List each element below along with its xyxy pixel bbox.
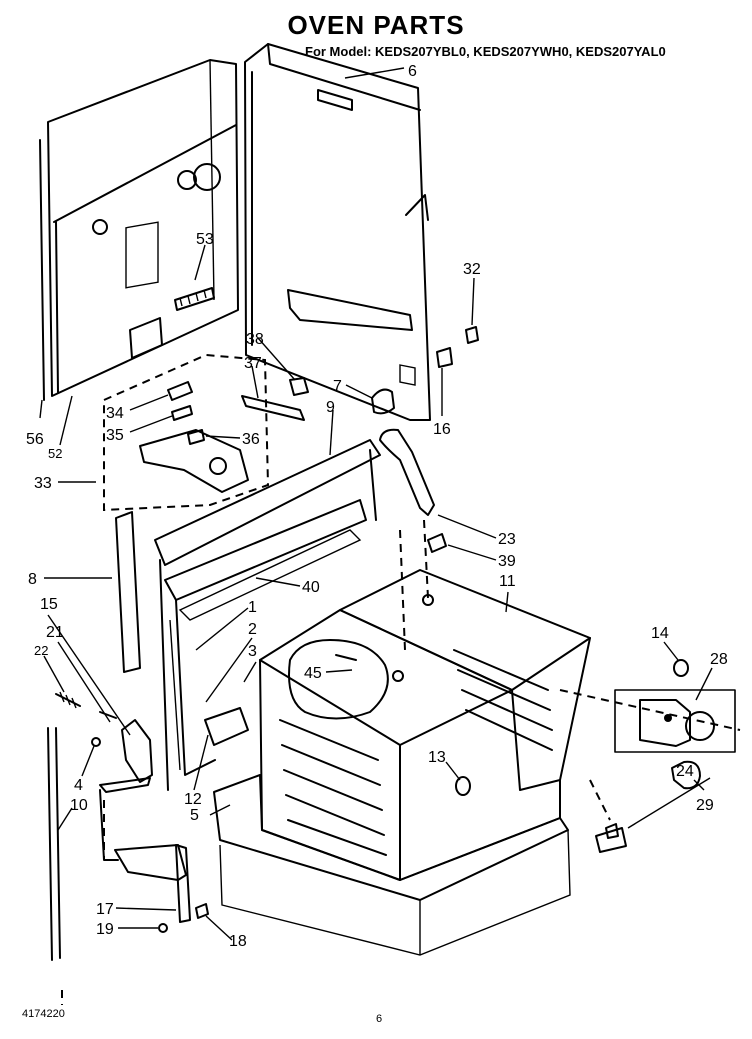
callout-19: 19 bbox=[96, 921, 114, 938]
callout-17: 17 bbox=[96, 901, 114, 918]
page-title: OVEN PARTS bbox=[287, 10, 465, 40]
callout-23: 23 bbox=[498, 531, 516, 548]
callout-37: 37 bbox=[244, 355, 262, 372]
callout-28: 28 bbox=[710, 651, 728, 668]
heat-shield-56 bbox=[39, 139, 45, 401]
callout-1: 1 bbox=[248, 599, 257, 616]
washer-4 bbox=[91, 737, 101, 747]
pin-21 bbox=[99, 711, 117, 719]
callout-18: 18 bbox=[229, 933, 247, 950]
callout-9: 9 bbox=[326, 399, 335, 416]
oven-cavity-11 bbox=[259, 569, 591, 881]
callout-52: 52 bbox=[48, 446, 62, 461]
callout-11: 11 bbox=[499, 573, 516, 590]
callout-8: 8 bbox=[28, 571, 37, 588]
callout-6: 6 bbox=[408, 63, 417, 80]
diagram-code: 4174220 bbox=[22, 1008, 65, 1020]
screw-18 bbox=[195, 903, 209, 919]
page-number: 6 bbox=[376, 1013, 383, 1025]
bracket-12 bbox=[204, 707, 249, 746]
clip-32 bbox=[465, 326, 479, 344]
callout-29: 29 bbox=[696, 797, 714, 814]
block-38 bbox=[289, 377, 309, 396]
socket-dashed-guide bbox=[559, 689, 741, 731]
callout-22: 22 bbox=[34, 643, 48, 658]
callout-39: 39 bbox=[498, 553, 516, 570]
callout-7: 7 bbox=[333, 378, 342, 395]
side-panel-6 bbox=[244, 43, 431, 421]
light-lens-13 bbox=[455, 776, 471, 796]
callout-3: 3 bbox=[248, 643, 257, 660]
broiler-drawer-5 bbox=[213, 774, 571, 956]
callout-4: 4 bbox=[74, 777, 83, 794]
callout-36: 36 bbox=[242, 431, 260, 448]
callout-21: 21 bbox=[46, 624, 64, 641]
vent-dashed-guide-2 bbox=[423, 519, 429, 599]
bracket-37 bbox=[241, 395, 305, 421]
side-trim-8 bbox=[115, 511, 141, 673]
callout-16: 16 bbox=[433, 421, 451, 438]
rail-10 bbox=[47, 727, 61, 961]
callout-53: 53 bbox=[196, 231, 214, 248]
bracket-16 bbox=[436, 347, 453, 368]
callout-14: 14 bbox=[651, 625, 669, 642]
washer-14 bbox=[673, 659, 689, 677]
callout-labels: 6 53 32 38 37 7 9 16 34 35 36 56 52 33 2… bbox=[26, 63, 728, 950]
bulb-29 bbox=[671, 760, 701, 790]
glide-24 bbox=[595, 823, 627, 853]
spring-22 bbox=[55, 691, 81, 709]
callout-56: 56 bbox=[26, 431, 44, 448]
glide-dashed-guide bbox=[589, 779, 611, 821]
callout-5: 5 bbox=[190, 807, 199, 824]
callout-40: 40 bbox=[302, 579, 320, 596]
hinge-assembly-17 bbox=[99, 777, 191, 923]
callout-24: 24 bbox=[676, 763, 694, 780]
screw-19 bbox=[158, 923, 168, 933]
element-45 bbox=[335, 654, 404, 682]
terminal-block-53 bbox=[174, 287, 215, 311]
nut-39 bbox=[427, 533, 447, 553]
oven-front-frame-9 bbox=[154, 439, 381, 791]
callout-45: 45 bbox=[304, 665, 322, 682]
model-subtitle: For Model: KEDS207YBL0, KEDS207YWH0, KED… bbox=[305, 44, 666, 59]
callout-2: 2 bbox=[248, 621, 257, 638]
callout-33: 33 bbox=[34, 475, 52, 492]
callout-32: 32 bbox=[463, 261, 481, 278]
leader-lines bbox=[39, 67, 713, 941]
light-socket-28 bbox=[614, 689, 736, 753]
callout-35: 35 bbox=[106, 427, 124, 444]
callout-15: 15 bbox=[40, 596, 58, 613]
callout-13: 13 bbox=[428, 749, 446, 766]
vent-tube-23 bbox=[379, 428, 435, 516]
back-panel-52 bbox=[47, 59, 239, 397]
callout-38: 38 bbox=[246, 331, 264, 348]
spacer-7 bbox=[371, 388, 395, 415]
callout-10: 10 bbox=[70, 797, 88, 814]
callout-12: 12 bbox=[184, 791, 202, 808]
latch-15 bbox=[121, 719, 153, 783]
gasket-40 bbox=[178, 529, 362, 621]
callout-34: 34 bbox=[106, 405, 124, 422]
vent-dashed-guide bbox=[399, 529, 406, 651]
lock-assembly-33 bbox=[103, 353, 270, 512]
